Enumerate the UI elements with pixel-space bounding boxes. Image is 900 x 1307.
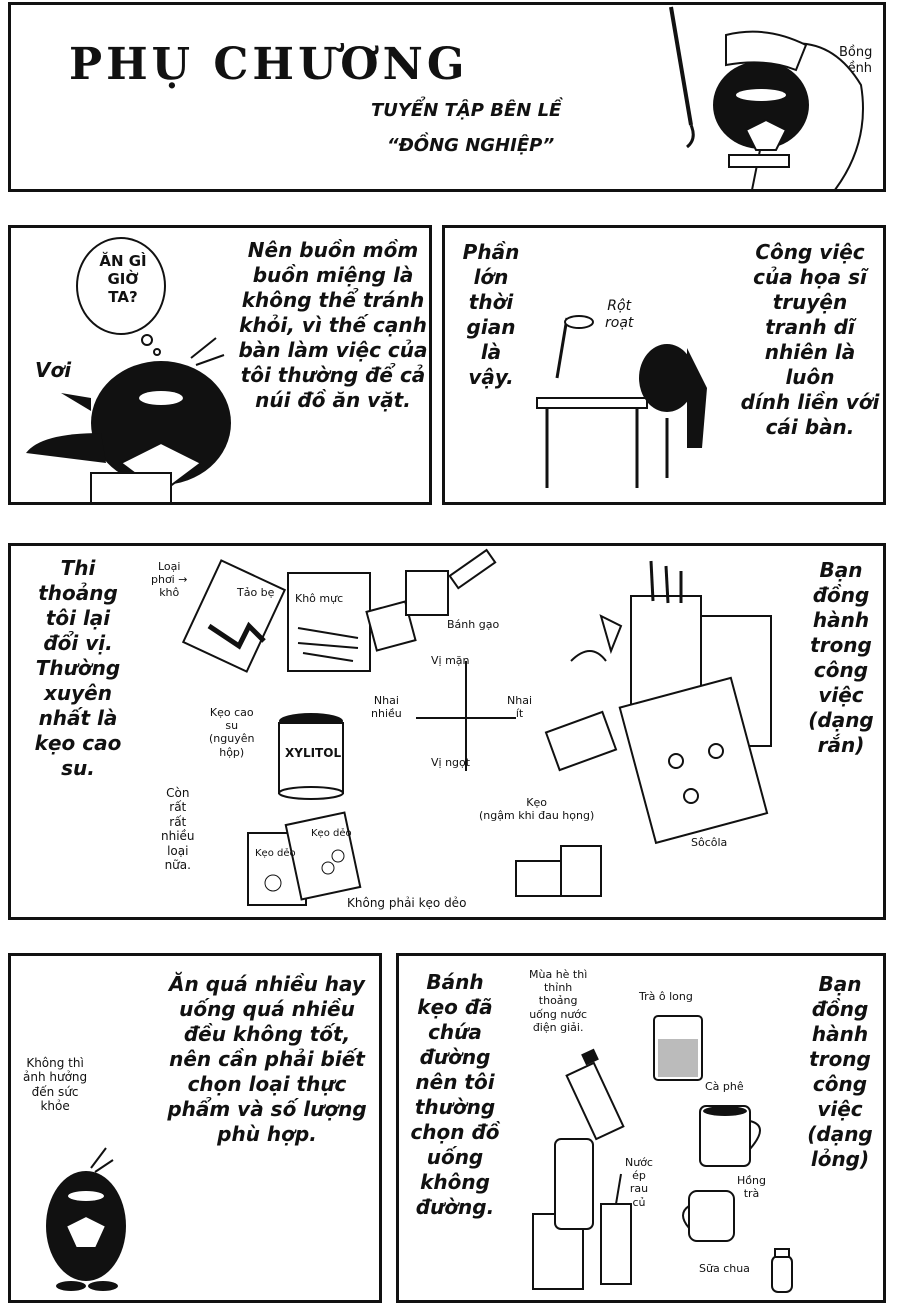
label-dried: Loại phơi → khô <box>151 560 188 600</box>
label-candy: Kẹo (ngậm khi đau họng) <box>479 796 595 823</box>
label-rice-cracker: Bánh gạo <box>447 618 500 631</box>
gummy-bags <box>247 811 362 906</box>
panel2-narration-right: Công việc của họa sĩ truyện tranh dĩ nhi… <box>740 240 880 439</box>
label-many-more: Còn rất rất nhiều loại nữa. <box>161 786 195 872</box>
label-yogurt: Sữa chua <box>699 1262 750 1275</box>
header-sfx: Bồng bềnh <box>839 45 873 76</box>
yogurt-bottle <box>771 1248 793 1293</box>
header-panel: PHỤ CHƯƠNG TUYỂN TẬP BÊN LỀ “ĐỒNG NGHIỆP… <box>8 2 886 192</box>
label-vegetable-juice: Nước ép rau củ <box>625 1156 653 1209</box>
chapter-subtitle-line2: “ĐỒNG NGHIỆP” <box>387 135 555 156</box>
penguin-knight-illustration <box>669 6 864 189</box>
black-tea-cup <box>682 1190 735 1242</box>
panel3-narration-right: Bạn đồng hành trong công việc (dạng rắn) <box>808 558 874 757</box>
thought-bubble <box>76 237 166 356</box>
panel-health-warning: Không thì ảnh hưởng đến sức khỏe Ăn quá … <box>8 953 382 1303</box>
panel5-narration-left: Bánh kẹo đã chứa đường nên tôi thường ch… <box>410 970 500 1219</box>
coffee-mug <box>699 1105 761 1167</box>
panel5-narration-right: Bạn đồng hành trong công việc (dạng lỏng… <box>807 972 873 1171</box>
label-xylitol: XYLITOL <box>285 746 342 760</box>
axis-label-sweet: Vị ngọt <box>431 756 471 769</box>
juice-and-milk-cartons <box>532 1138 632 1290</box>
label-chocolate: Sôcôla <box>691 836 728 849</box>
panel1-narration: Nên buồn mồm buồn miệng là không thể trá… <box>238 238 428 412</box>
panel-snacks-intro: ĂN GÌ GIỜ TA? Vơi Nên buồn mồm buồn miện… <box>8 225 432 505</box>
dried-seaweed-bag <box>181 559 287 673</box>
label-gummy-2: Kẹo dẻo <box>311 828 352 839</box>
rice-cracker-packs <box>365 548 497 652</box>
oolong-glass <box>653 1015 703 1081</box>
panel-drinks: Bánh kẹo đã chứa đường nên tôi thường ch… <box>396 953 886 1303</box>
panel3-narration-left: Thi thoảng tôi lại đổi vị. Thường xuyên … <box>34 556 122 780</box>
label-seaweed-bag: Tảo bẹ <box>237 586 275 599</box>
chapter-subtitle-line1: TUYỂN TẬP BÊN LỀ <box>371 100 562 121</box>
panel2-narration-left: Phần lớn thời gian là vậy. <box>462 240 520 389</box>
axis-label-chewy-more: Nhai nhiều <box>371 694 402 721</box>
penguin-standing-illustration <box>46 1147 126 1291</box>
label-squid: Khô mực <box>295 592 344 605</box>
label-gummy-1: Kẹo dẻo <box>255 848 296 859</box>
taste-axis-diagram <box>416 661 516 771</box>
throat-candy-packs <box>515 845 602 897</box>
gum-jar <box>278 713 344 800</box>
penguin-reaching-illustration <box>26 337 231 502</box>
panel-snack-varieties: Thi thoảng tôi lại đổi vị. Thường xuyên … <box>8 543 886 920</box>
label-black-tea: Hồng trà <box>737 1174 766 1201</box>
axis-label-salty: Vị mặn <box>431 654 470 667</box>
label-not-gummy: Không phải kẹo dẻo <box>347 896 467 910</box>
label-oolong: Trà ô long <box>639 990 693 1003</box>
panel2-sfx: Rột roạt <box>605 298 634 331</box>
axis-label-chewy-less: Nhai ít <box>507 694 532 721</box>
panel4-narration: Ăn quá nhiều hay uống quá nhiều đều khôn… <box>167 972 367 1146</box>
dried-squid-bag <box>287 572 371 672</box>
label-gum: Kẹo cao su (nguyên hộp) <box>209 706 255 759</box>
electrolyte-bottle <box>565 1048 625 1141</box>
label-summer: Mùa hè thì thỉnh thoảng uống nước điện g… <box>529 968 588 1034</box>
label-coffee: Cà phê <box>705 1080 744 1093</box>
panel1-sfx: Vơi <box>35 358 72 382</box>
panel-desk-work: Phần lớn thời gian là vậy. Rột roạt Công… <box>442 225 886 505</box>
chapter-title: PHỤ CHƯƠNG <box>69 39 469 90</box>
chocolate-and-sticks <box>544 560 772 845</box>
penguin-at-desk-illustration <box>536 315 707 488</box>
thought-bubble-text: ĂN GÌ GIỜ TA? <box>99 252 147 306</box>
panel4-side-note: Không thì ảnh hưởng đến sức khỏe <box>23 1056 88 1114</box>
